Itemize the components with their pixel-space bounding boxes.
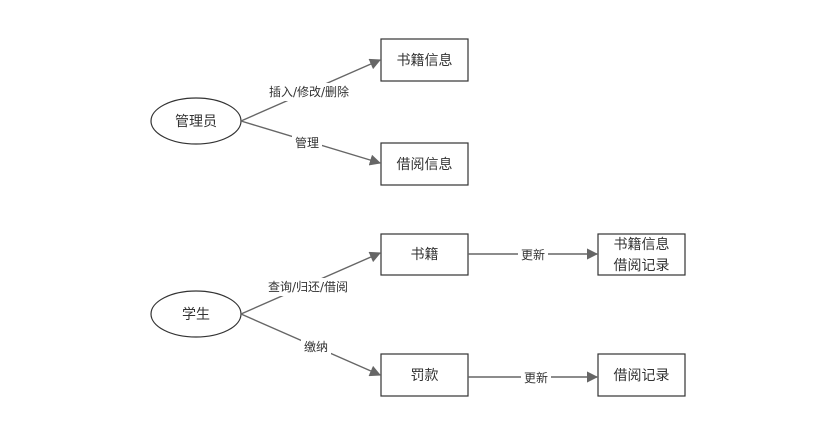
fine-label: 罚款 (411, 368, 439, 384)
edge-label-bg (518, 246, 548, 263)
edge-label-books-info: 更新 (521, 247, 545, 262)
admin-label: 管理员 (175, 114, 217, 130)
edge-label-bg (292, 134, 322, 152)
edge-label-bg (262, 278, 354, 296)
edge-label-admin-book-info: 插入/修改/删除 (269, 84, 349, 99)
edge-label-admin-borrow-info: 管理 (295, 135, 319, 150)
borrow-record-label: 借阅记录 (614, 368, 670, 384)
student-label: 学生 (182, 307, 210, 323)
fine-node: 罚款 (380, 353, 469, 397)
edge-label-bg (263, 83, 355, 101)
edge-label-student-fine: 缴纳 (304, 339, 328, 354)
edge-label-student-books: 查询/归还/借阅 (268, 280, 348, 294)
edge-label-fine-record: 更新 (524, 370, 548, 385)
books-node: 书籍 (380, 233, 469, 276)
book-info-label: 书籍信息 (397, 52, 453, 69)
edge-label-bg (521, 369, 551, 386)
book-info-node: 书籍信息 (380, 38, 469, 82)
admin-node: 管理员 (150, 97, 242, 145)
books-label: 书籍 (411, 246, 439, 263)
book-info-record-label-line1: 书籍信息 (614, 236, 670, 253)
edge-label-bg (301, 338, 331, 356)
student-node: 学生 (150, 290, 242, 338)
book-info-record-node: 书籍信息 借阅记录 (597, 233, 686, 276)
borrow-record-node: 借阅记录 (597, 353, 686, 397)
book-info-record-label-line2: 借阅记录 (614, 258, 670, 274)
borrow-info-node: 借阅信息 (380, 142, 469, 186)
borrow-info-label: 借阅信息 (397, 156, 453, 173)
